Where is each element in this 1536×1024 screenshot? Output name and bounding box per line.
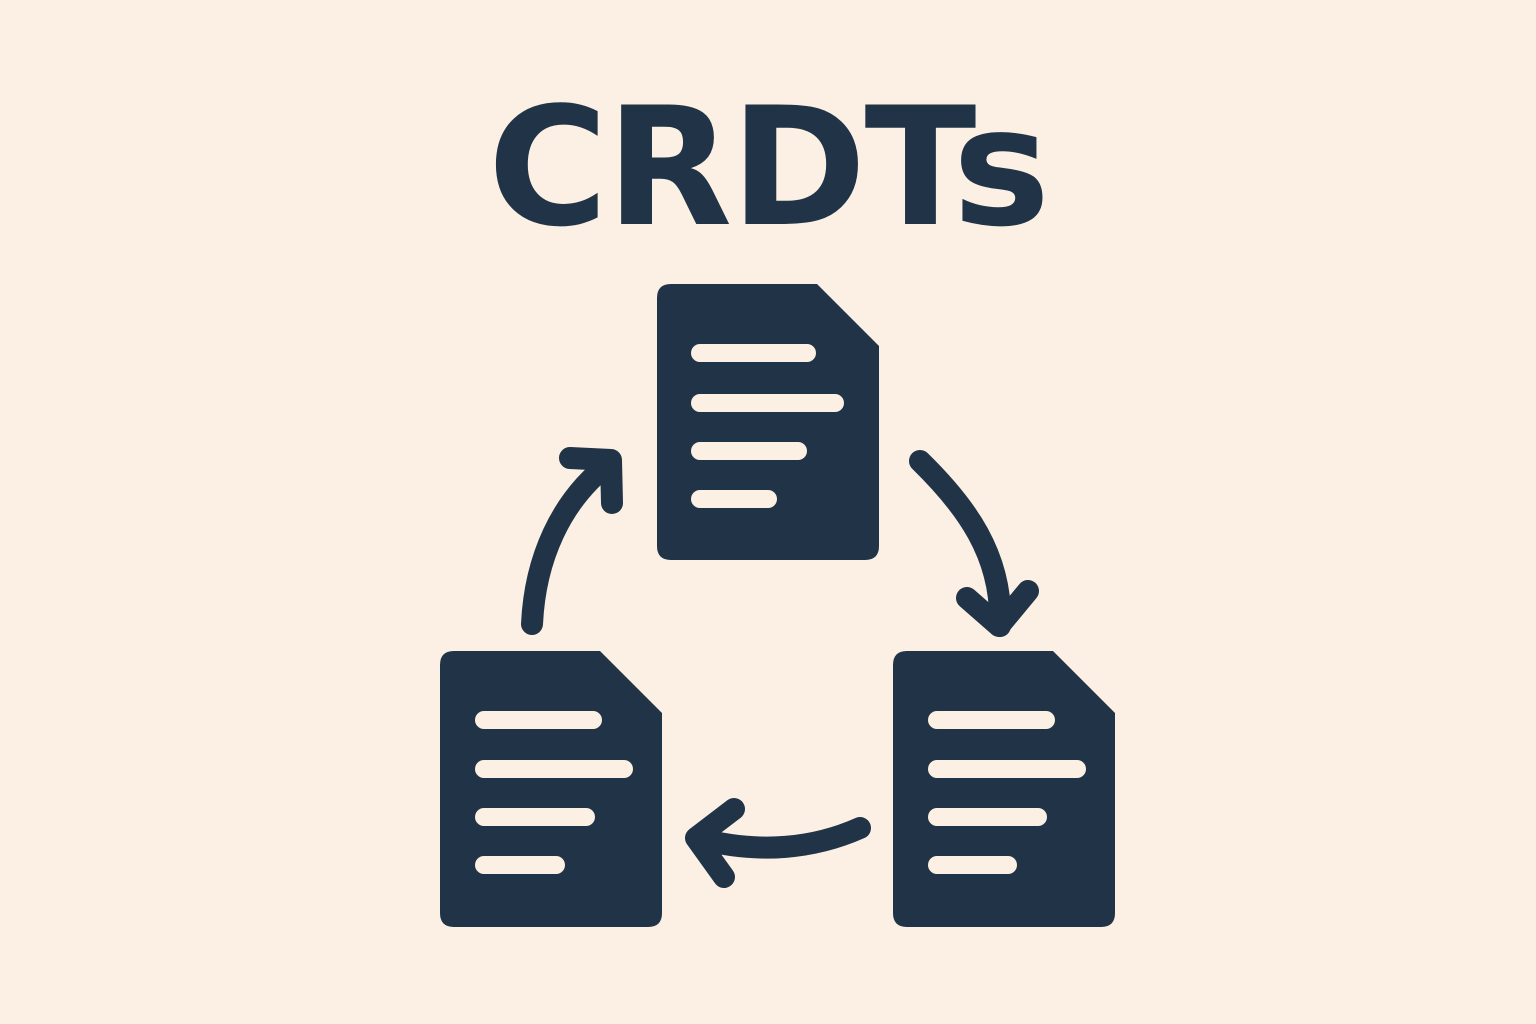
curved-arrow-icon: [685, 798, 871, 888]
curved-arrow-icon: [521, 447, 623, 635]
document-icon: [440, 651, 662, 927]
document-left: [440, 651, 662, 927]
document-icon: [657, 284, 879, 560]
curved-arrow-icon: [909, 450, 1039, 637]
document-top: [657, 284, 879, 560]
document-icon: [893, 651, 1115, 927]
page-title: CRDTs: [487, 72, 1050, 263]
document-right: [893, 651, 1115, 927]
